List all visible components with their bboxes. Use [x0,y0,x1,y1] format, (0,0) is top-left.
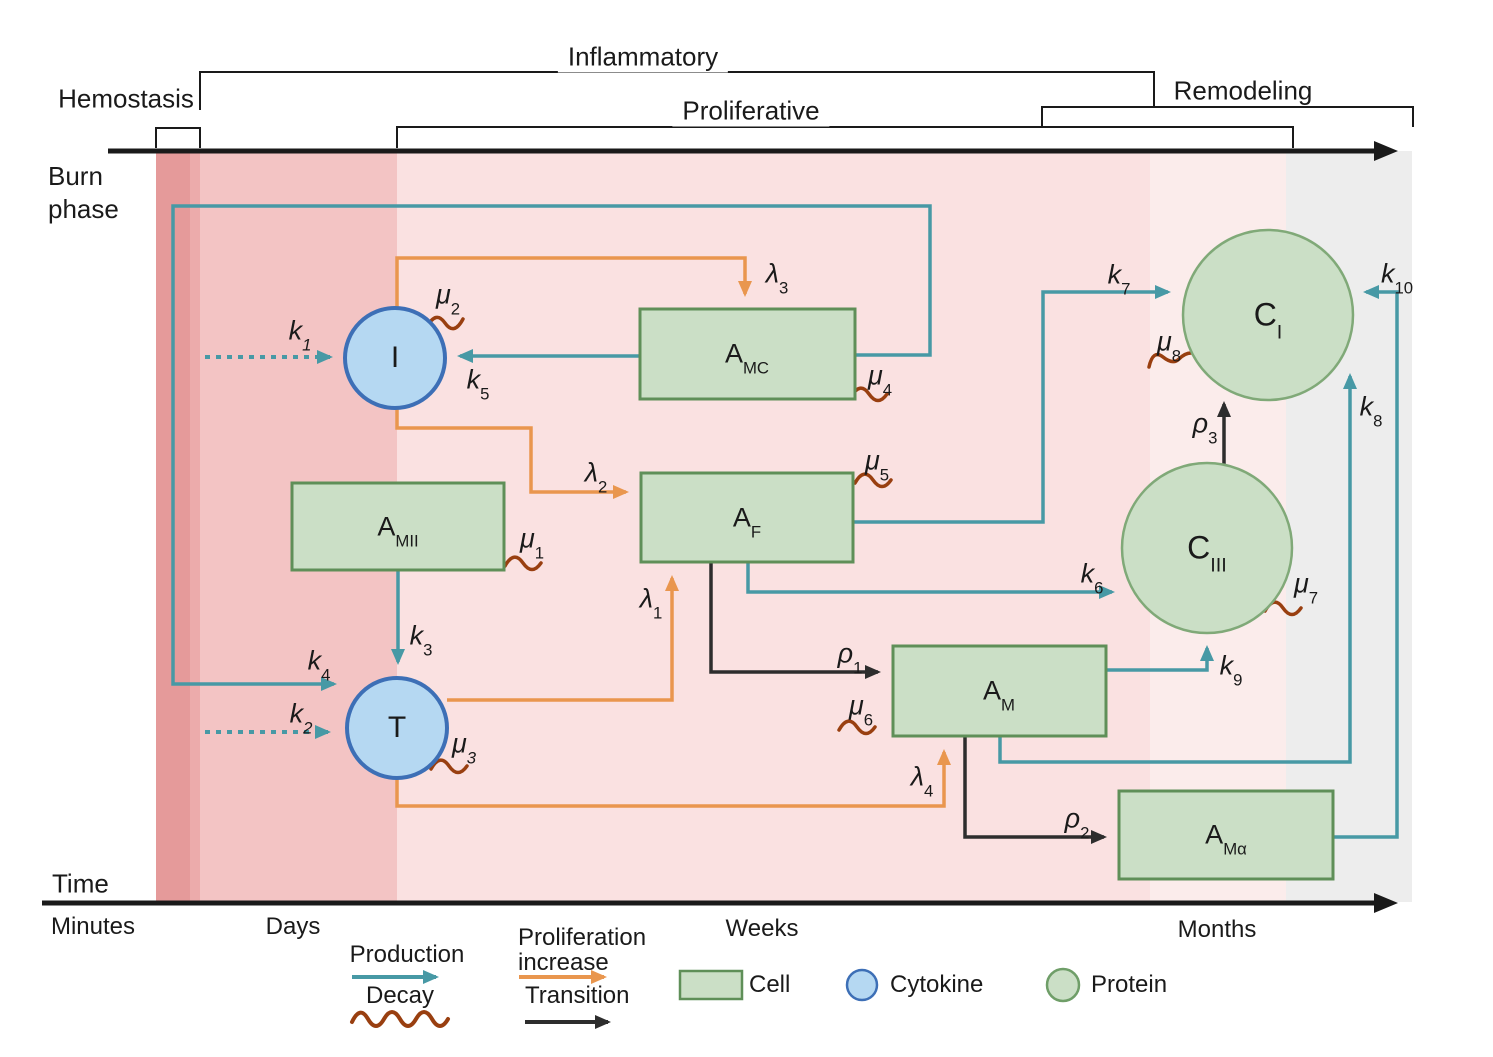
decay-mu2-on-I [425,315,465,331]
arrow-rho2-AM-to-AMa [963,736,1107,844]
node-T-circle [345,676,449,780]
arrow-lambda1-T-to-AF [447,575,679,702]
legend-label-production: Production [349,941,465,968]
arrow-k7-AF-to-CI [853,285,1171,524]
arrow-lambda2-I-to-AF [395,408,629,499]
node-label-AMC: AMC [724,338,770,378]
rate-label-mu8: μ8 [1156,326,1182,366]
rate-label-lambda1: λ1 [639,583,663,623]
rate-label-mu3: μ3 [451,728,477,768]
decay-mu8-on-CI [1147,351,1193,369]
time-axis-label: Time [52,868,109,899]
legend-graphics [350,967,1081,1029]
node-CIII-circle [1120,461,1294,635]
proliferation-arrows [395,256,951,808]
node-label-I: I [390,341,400,374]
arrow-k8-AM-to-CI [998,373,1357,764]
rate-label-k8: k8 [1359,391,1383,431]
legend-label-cell: Cell [749,971,791,998]
legend-label-proliferation: Proliferation [518,924,647,951]
node-label-AMII: AMII [377,511,419,551]
arrow-rho1-AF-to-AM [709,562,881,679]
burn-phase-axis-label: Burn phase [48,161,119,224]
decay-squiggles [425,315,1303,775]
rate-label-k3: k3 [409,620,433,660]
rate-label-k10: k10 [1380,258,1414,298]
legend-decay-squiggle [350,1010,450,1028]
node-label-T: T [387,711,407,744]
rate-label-k5: k5 [466,364,490,404]
rate-label-lambda4: λ4 [910,761,934,801]
proliferative-bracket [396,126,1294,148]
node-label-AF: AF [732,502,762,542]
decay-mu1-on-AMII [503,555,543,572]
node-label-CI: CI [1253,296,1283,344]
phase-label-hemostasis: Hemostasis [58,83,194,114]
rate-label-mu7: μ7 [1293,568,1319,608]
band-hemostasis-edge [190,151,200,902]
arrow-k6-AF-to-CIII [746,562,1115,599]
legend-label-increase: increase [518,949,609,976]
legend-label-protein: Protein [1091,971,1168,998]
arrow-lambda3-I-to-AMC [395,256,752,308]
node-I-circle [343,306,447,410]
arrow-k9-AM-to-CIII [1106,645,1214,672]
rate-label-mu6: μ6 [848,690,874,730]
rate-label-lambda3: λ3 [765,258,789,298]
arrow-k4-AMC-loop-to-T [171,204,932,691]
rate-label-mu4: μ4 [867,360,893,400]
decay-mu6-on-AM [837,719,877,736]
rate-label-mu1: μ1 [519,523,545,563]
node-CI-circle [1181,228,1355,402]
hemostasis-bracket [155,127,201,148]
remodeling-bracket [1041,106,1414,127]
node-label-AMa: AMα [1205,819,1247,859]
node-label-AM: AM [983,675,1015,715]
node-shapes [290,228,1355,881]
legend-protein-swatch [1045,967,1081,1003]
tick-days: Days [265,913,321,940]
node-AF-box [639,471,855,564]
node-AMa-box [1117,789,1335,881]
legend-cell-swatch [678,969,744,1001]
legend-label-cytokine: Cytokine [890,971,984,998]
legend-label-decay: Decay [365,982,435,1009]
phase-label-inflammatory: Inflammatory [557,41,729,73]
rate-label-mu2: μ2 [435,279,461,319]
tick-months: Months [1177,916,1257,943]
rate-label-k1: k1 [288,315,312,355]
rate-label-rho3: ρ3 [1192,408,1218,448]
decay-mu5-on-AF [853,472,893,489]
rate-label-k6: k6 [1080,558,1104,598]
tick-weeks: Weeks [725,915,799,942]
node-AM-box [891,644,1108,738]
arrow-k10-AMa-to-CI [1333,285,1399,839]
node-AMC-box [638,307,857,401]
rate-label-lambda2: λ2 [584,457,608,497]
rate-label-k2: k2 [289,698,313,738]
decay-mu3-on-T [429,758,469,775]
arrow-lambda4-T-to-AM [395,749,951,808]
rate-label-k9: k9 [1219,650,1243,690]
rate-label-rho1: ρ1 [837,638,863,678]
rate-label-k7: k7 [1107,259,1131,299]
phase-label-remodeling: Remodeling [1173,75,1313,106]
production-arrows [171,204,1399,839]
rate-label-k4: k4 [307,645,331,685]
tick-minutes: Minutes [50,913,136,940]
node-AMII-box [290,481,506,572]
phase-label-proliferative: Proliferative [672,95,830,127]
node-label-CIII: CIII [1187,529,1227,577]
transition-arrows [709,401,1231,844]
legend-label-transition: Transition [525,982,630,1009]
rate-label-rho2: ρ2 [1064,803,1090,843]
legend-cytokine-swatch [845,968,879,1002]
rate-label-mu5: μ5 [864,445,890,485]
